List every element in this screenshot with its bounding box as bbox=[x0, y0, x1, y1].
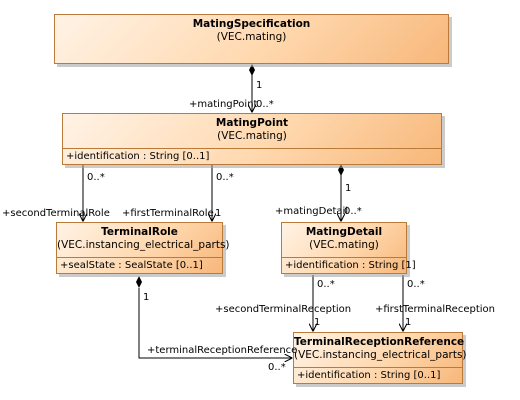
role-label: +terminalReceptionReference bbox=[147, 345, 298, 356]
class-stereotype: (VEC.mating) bbox=[217, 130, 287, 142]
composition-diamond-icon bbox=[249, 64, 255, 76]
multiplicity-label: 1 bbox=[143, 292, 150, 303]
multiplicity-label: 0..* bbox=[317, 279, 335, 290]
role-label: +matingPoint bbox=[189, 99, 258, 110]
class-terminal-role[interactable]: TerminalRole (VEC.instancing_electrical_… bbox=[56, 222, 230, 274]
role-label: +firstTerminalReception bbox=[375, 304, 495, 315]
class-mating-specification[interactable]: MatingSpecification (VEC.mating) bbox=[54, 14, 449, 64]
class-stereotype: (VEC.instancing_electrical_parts) bbox=[294, 349, 467, 361]
multiplicity-label: 1 bbox=[345, 183, 352, 194]
attribute-compartment: +sealState : SealState [0..1] bbox=[57, 257, 222, 273]
attribute-seal-state: +sealState : SealState [0..1] bbox=[60, 260, 203, 271]
attribute-identification: +identification : String [1] bbox=[285, 260, 416, 271]
attribute-identification: +identification : String [0..1] bbox=[66, 151, 210, 162]
multiplicity-label: 1 bbox=[256, 80, 263, 91]
multiplicity-label: 0..* bbox=[216, 172, 234, 183]
multiplicity-label: 0..* bbox=[407, 279, 425, 290]
role-label: +secondTerminalReception bbox=[215, 304, 352, 315]
multiplicity-label: 1 bbox=[405, 317, 412, 328]
class-name: TerminalReceptionReference bbox=[294, 336, 465, 348]
composition-diamond-icon bbox=[338, 164, 344, 176]
attribute-compartment: +identification : String [0..1] bbox=[63, 148, 441, 164]
role-label: +matingDetail bbox=[275, 206, 349, 217]
multiplicity-label: 1 bbox=[314, 317, 321, 328]
class-mating-point[interactable]: MatingPoint (VEC.mating) +identification… bbox=[62, 113, 442, 165]
multiplicity-label: 0..* bbox=[87, 172, 105, 183]
multiplicity-label: 1 bbox=[215, 208, 222, 219]
class-terminal-reception-reference[interactable]: TerminalReceptionReference (VEC.instanci… bbox=[293, 332, 467, 384]
attribute-compartment: +identification : String [1] bbox=[282, 257, 416, 273]
class-stereotype: (VEC.instancing_electrical_parts) bbox=[57, 239, 230, 251]
role-label: +secondTerminalRole bbox=[2, 208, 110, 219]
class-name: TerminalRole bbox=[101, 226, 178, 238]
attribute-identification: +identification : String [0..1] bbox=[297, 370, 441, 381]
composition-role-reception bbox=[138, 288, 292, 358]
multiplicity-label: 0..* bbox=[256, 99, 274, 110]
composition-diamond-icon bbox=[136, 276, 142, 288]
multiplicity-label: 0..* bbox=[344, 206, 362, 217]
class-name: MatingDetail bbox=[305, 226, 383, 238]
class-stereotype: (VEC.mating) bbox=[216, 31, 287, 43]
class-name: MatingSpecification bbox=[192, 18, 311, 30]
multiplicity-label: 0..* bbox=[268, 362, 286, 373]
attribute-compartment: +identification : String [0..1] bbox=[294, 367, 462, 383]
role-label: +firstTerminalRole bbox=[122, 208, 214, 219]
class-stereotype: (VEC.mating) bbox=[309, 239, 379, 251]
class-mating-detail[interactable]: MatingDetail (VEC.mating) +identificatio… bbox=[281, 222, 416, 274]
class-name: MatingPoint bbox=[215, 117, 289, 129]
